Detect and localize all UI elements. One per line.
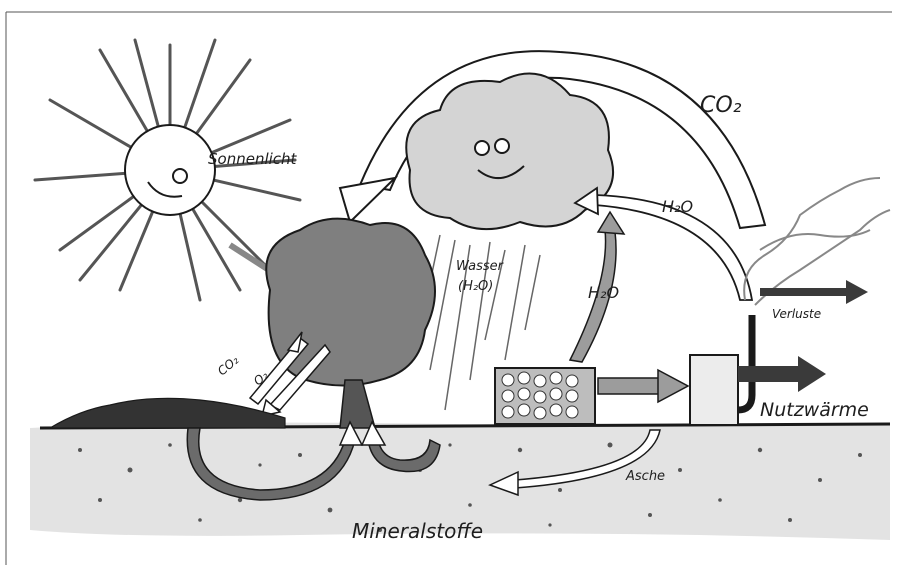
- losses-arrow: [760, 280, 868, 304]
- h2o-right-label: H₂O: [662, 197, 693, 216]
- leaf-litter: [50, 398, 285, 428]
- ash-label: Asche: [625, 469, 665, 484]
- sunlight-label: Sonnenlicht: [208, 150, 298, 168]
- co2-arrowhead: [340, 178, 395, 222]
- losses-label: Verluste: [772, 307, 821, 321]
- useful-heat-label: Nutzwärme: [760, 399, 869, 421]
- cloud-eye-left: [475, 141, 489, 155]
- chimney-pipe: [738, 315, 752, 410]
- minerals-label: Mineralstoffe: [352, 519, 483, 543]
- water-formula-label: (H₂O): [458, 279, 493, 294]
- sun: [35, 40, 300, 300]
- woodpile: [495, 368, 595, 424]
- water-label: Wasser: [456, 259, 505, 274]
- fuel-arrow: [598, 370, 688, 402]
- co2-leaf-label: CO₂: [215, 353, 241, 378]
- co2-top-label: CO₂: [700, 93, 742, 118]
- tree-trunk: [340, 380, 375, 428]
- cloud-eye-right: [495, 139, 509, 153]
- h2o-middle-label: H₂O: [588, 283, 619, 302]
- smoke: [744, 178, 890, 305]
